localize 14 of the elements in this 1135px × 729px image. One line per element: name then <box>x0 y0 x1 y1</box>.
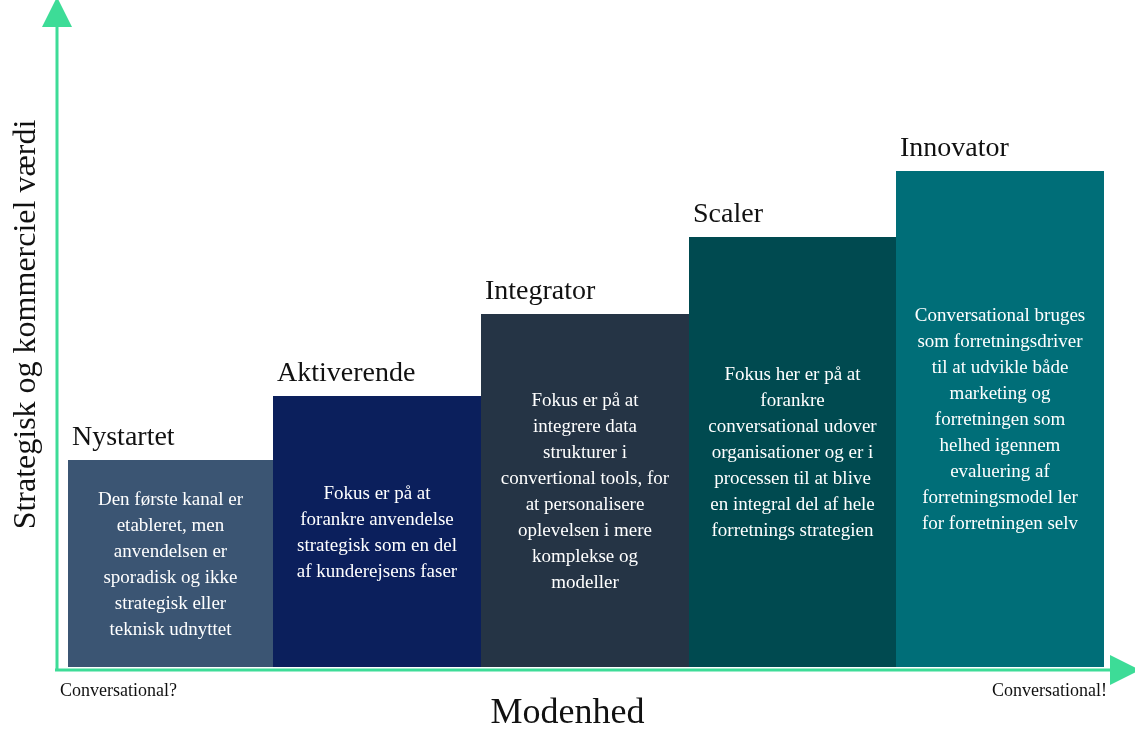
axis-end-label: Conversational! <box>992 680 1107 701</box>
step-heading: Innovator <box>900 131 1009 163</box>
step-heading: Nystartet <box>72 420 175 452</box>
axis-start-label: Conversational? <box>60 680 177 701</box>
axis-title: Strategisk og kommerciel værdi <box>5 118 43 532</box>
axis-title: Modenhed <box>489 690 646 729</box>
description-text: Conversational bruges som forretningsdriver til at udvikle både marketing og forretningen som helhed igennem evaluering af forretningsmodel ler for forretningen selv <box>914 303 1086 535</box>
step-heading: Aktiverende <box>277 356 416 388</box>
description-text: Fokus her er på at forankre conversational udover organisationer og er i processen til at blive en integral del af hele forretnings strategien <box>707 362 878 542</box>
description-text: Fokus er på at integrere data strukturer i convertional tools, for at personalisere oplevelsen i mere komplekse og modeller <box>499 387 671 594</box>
step-heading: Integrator <box>485 274 596 306</box>
step-heading: Scaler <box>693 197 763 229</box>
description-text: Den første kanal er etableret, men anvendelsen er sporadisk og ikke strategisk eller teknisk udnyttet <box>96 486 245 641</box>
description-text: Fokus er på at forankre anvendelse strategisk som en del af kunderejsens faser <box>295 480 459 583</box>
